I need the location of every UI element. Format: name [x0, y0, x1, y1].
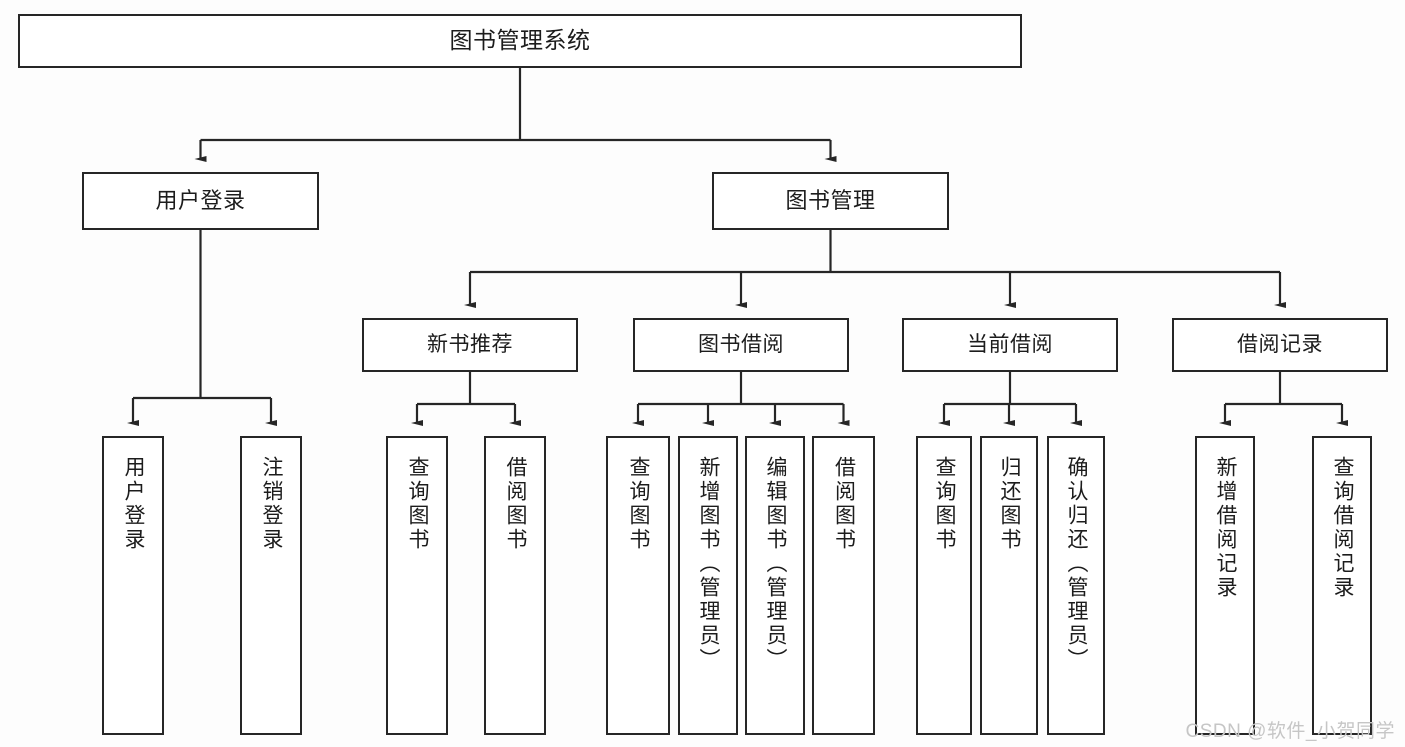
node-label: 借阅记录 [1237, 332, 1323, 356]
node-label: 查询图书 [627, 456, 651, 552]
node-label: 借阅图书 [504, 456, 528, 552]
node-label: 新书推荐 [427, 332, 513, 356]
node-leaf-cur-3[interactable]: 确认归还（管理员） [1047, 436, 1105, 735]
node-label: 查询图书 [406, 456, 430, 552]
node-label: 图书管理系统 [449, 27, 591, 54]
node-leaf-login-2[interactable]: 注销登录 [240, 436, 302, 735]
node-leaf-new-2[interactable]: 借阅图书 [484, 436, 546, 735]
node-leaf-rec-2[interactable]: 查询借阅记录 [1312, 436, 1372, 735]
node-label: 图书管理 [785, 188, 876, 214]
node-leaf-bor-4[interactable]: 借阅图书 [812, 436, 875, 735]
node-login[interactable]: 用户登录 [82, 172, 319, 230]
node-label: 归还图书 [998, 456, 1022, 552]
node-label: 查询借阅记录 [1331, 456, 1355, 600]
node-leaf-cur-2[interactable]: 归还图书 [980, 436, 1038, 735]
node-label: 新增借阅记录 [1214, 456, 1238, 600]
node-bookmgmt[interactable]: 图书管理 [712, 172, 949, 230]
node-leaf-rec-1[interactable]: 新增借阅记录 [1195, 436, 1255, 735]
node-label: 查询图书 [933, 456, 957, 552]
node-label: 借阅图书 [832, 456, 856, 552]
node-label: 注销登录 [260, 456, 284, 552]
node-label: 用户登录 [122, 456, 146, 552]
node-label: 用户登录 [155, 188, 246, 214]
node-leaf-bor-3[interactable]: 编辑图书（管理员） [745, 436, 805, 735]
watermark: CSDN @软件_小贺同学 [1185, 721, 1395, 742]
node-leaf-cur-1[interactable]: 查询图书 [916, 436, 972, 735]
node-leaf-bor-2[interactable]: 新增图书（管理员） [678, 436, 738, 735]
node-label: 确认归还（管理员） [1065, 456, 1089, 672]
node-label: 新增图书（管理员） [697, 456, 721, 672]
node-newbook[interactable]: 新书推荐 [362, 318, 578, 372]
node-label: 编辑图书（管理员） [764, 456, 788, 672]
node-root[interactable]: 图书管理系统 [18, 14, 1022, 68]
node-records[interactable]: 借阅记录 [1172, 318, 1388, 372]
node-leaf-new-1[interactable]: 查询图书 [386, 436, 448, 735]
node-leaf-login-1[interactable]: 用户登录 [102, 436, 164, 735]
node-label: 当前借阅 [967, 332, 1053, 356]
node-borrow[interactable]: 图书借阅 [633, 318, 849, 372]
node-label: 图书借阅 [698, 332, 784, 356]
node-current[interactable]: 当前借阅 [902, 318, 1118, 372]
node-leaf-bor-1[interactable]: 查询图书 [606, 436, 670, 735]
